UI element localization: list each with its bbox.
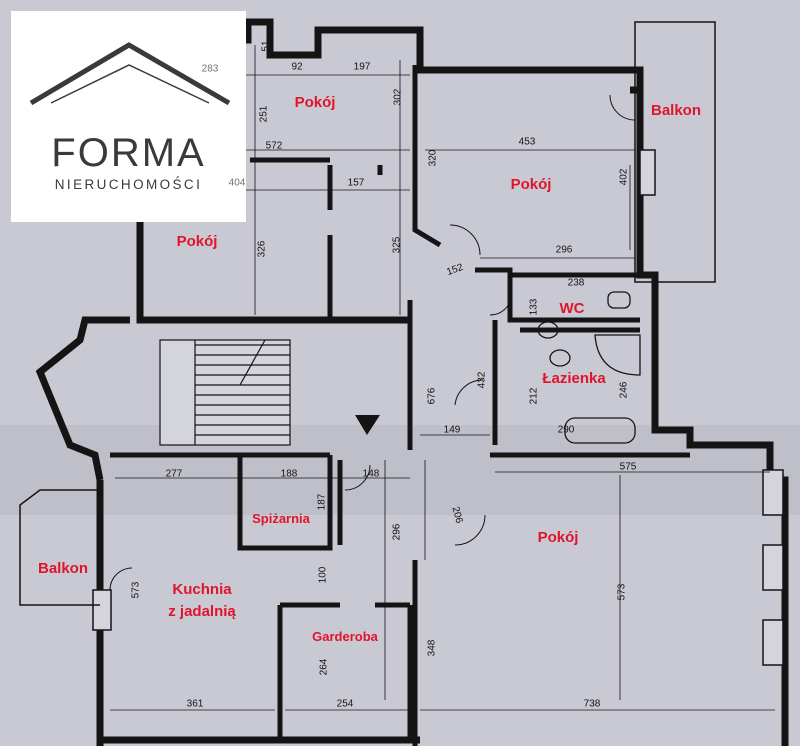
dimension-label: 100 (317, 566, 329, 584)
bathtub (564, 417, 636, 444)
wall-pantry (237, 455, 333, 551)
dimension-label: 572 (265, 140, 283, 152)
room-label-lazienka: Łazienka (542, 369, 606, 387)
window-left-1 (92, 589, 112, 631)
door-swing (609, 94, 636, 121)
dimension-label: 246 (618, 381, 630, 399)
room-label-balkon-west: Balkon (37, 559, 89, 577)
dimension-label: 92 (291, 61, 303, 73)
wall-room-right-lower (475, 267, 640, 323)
dimension-label: 51 (260, 40, 272, 52)
dimension-label: 212 (528, 387, 540, 405)
room-label-pokoj-left: Pokój (176, 232, 218, 250)
logo-name: FORMA (51, 131, 206, 175)
dimension-label: 573 (130, 581, 142, 599)
dimension-label: 133 (528, 298, 540, 316)
dimension-label: 251 (258, 105, 270, 123)
door-swing (109, 567, 133, 591)
inner-walls (110, 65, 690, 746)
door-swing (449, 224, 481, 256)
bath-sink (549, 349, 571, 367)
entrance-marker (355, 415, 380, 435)
dimension-label: 320 (427, 149, 439, 167)
window-right-3 (762, 619, 784, 666)
windows (92, 149, 784, 666)
balcony-west (19, 489, 100, 606)
door-swings (109, 94, 636, 591)
door-swing (454, 379, 484, 406)
wall-upper-rooms-divider (412, 65, 442, 248)
wall-bay-left (35, 316, 130, 481)
door-swing (344, 464, 371, 491)
dimension-label: 361 (186, 698, 204, 710)
dimension-label: 157 (347, 177, 365, 189)
window-right-2 (762, 544, 784, 591)
dimension-label: 197 (353, 61, 371, 73)
dimension-label: 277 (165, 468, 183, 480)
dimension-label: 188 (280, 468, 298, 480)
room-label-pokoj-top: Pokój (294, 93, 336, 111)
room-label-z-jadalnia: z jadalnią (168, 602, 236, 620)
room-label-pokoj-right-lower: Pokój (537, 528, 579, 546)
dimension-label: 738 (583, 698, 601, 710)
dimension-label: 325 (391, 236, 403, 254)
dimension-label: 453 (518, 136, 536, 148)
shower (594, 334, 641, 376)
dimension-label: 296 (391, 523, 403, 541)
door-swing (489, 292, 513, 316)
room-label-garderoba: Garderoba (312, 629, 378, 645)
room-label-pokoj-right-upper: Pokój (510, 175, 552, 193)
logo-subtitle: NIERUCHOMOŚCI (54, 177, 203, 192)
dimension-label: 432 (476, 371, 488, 389)
dimension-label: 348 (426, 639, 438, 657)
paper-fold-shade (0, 425, 800, 515)
dimension-label: 676 (426, 387, 438, 405)
door-swing (454, 514, 486, 546)
wc-sink (537, 321, 559, 339)
room-label-spizarnia: Spiżarnia (252, 511, 310, 527)
window-right-1 (762, 469, 784, 516)
dimension-label: 573 (616, 583, 628, 601)
fixtures (537, 291, 641, 444)
logo: FORMA NIERUCHOMOŚCI (11, 11, 246, 222)
dimension-label: 296 (555, 244, 573, 256)
dimension-label: 148 (362, 468, 380, 480)
window-east (639, 149, 656, 196)
dimension-label: 404 (228, 177, 246, 189)
staircase (159, 339, 291, 446)
dimension-label: 254 (336, 698, 354, 710)
stair-arrow (239, 339, 266, 386)
dimension-label: 402 (618, 168, 630, 186)
room-label-balkon-east: Balkon (650, 101, 702, 119)
toilet (607, 291, 631, 309)
logo-roof-icon (29, 42, 231, 106)
dimension-label: 238 (567, 277, 585, 289)
stair-frame (159, 339, 291, 446)
dimension-label: 264 (318, 658, 330, 676)
dimension-label: 302 (392, 88, 404, 106)
dimension-label: 283 (201, 63, 219, 75)
dimension-label: 326 (256, 240, 268, 258)
dimension-label: 575 (619, 461, 637, 473)
balconies (19, 21, 716, 606)
dimension-label: 290 (557, 424, 575, 436)
room-label-kuchnia: Kuchnia (172, 580, 232, 598)
room-label-wc: WC (559, 299, 585, 317)
dimension-label: 149 (443, 424, 461, 436)
wall-top-left (140, 18, 644, 94)
balcony-east (634, 21, 716, 283)
dimension-label: 187 (316, 493, 328, 511)
